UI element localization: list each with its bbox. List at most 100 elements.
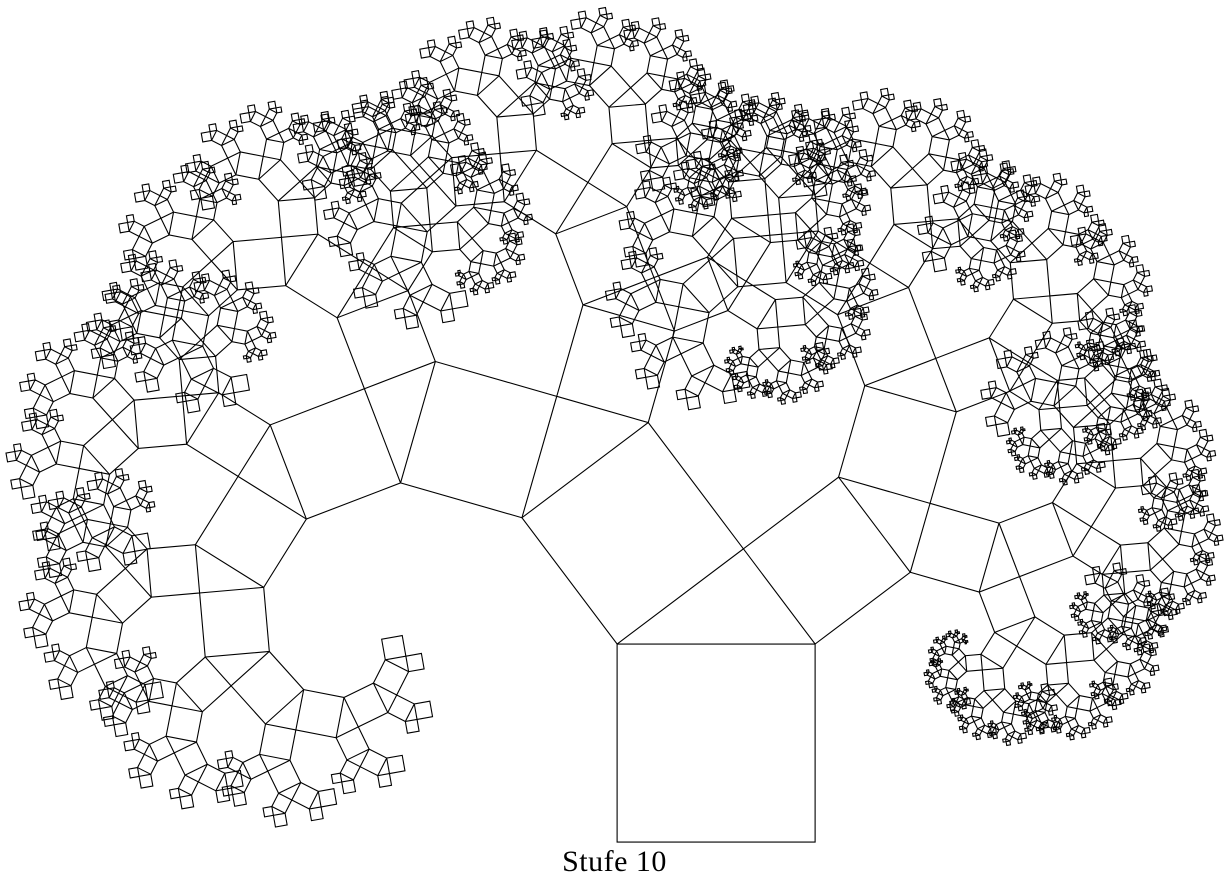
tree-square bbox=[1065, 732, 1071, 738]
tree-square bbox=[1007, 448, 1013, 454]
tree-square bbox=[1042, 702, 1053, 713]
tree-square bbox=[298, 139, 305, 146]
tree-square bbox=[972, 280, 981, 289]
tree-square bbox=[45, 536, 61, 552]
tree-square bbox=[957, 716, 962, 722]
tree-square bbox=[44, 348, 62, 365]
tree-square bbox=[1018, 467, 1025, 474]
tree-square bbox=[951, 647, 967, 663]
tree-square bbox=[717, 81, 727, 91]
tree-square bbox=[1199, 591, 1207, 600]
tree-square bbox=[928, 682, 935, 689]
tree-square bbox=[1146, 376, 1153, 382]
tree-square bbox=[62, 338, 72, 348]
tree-square bbox=[323, 208, 335, 221]
tree-square bbox=[1122, 435, 1128, 441]
tree-square bbox=[1022, 436, 1033, 447]
tree-square bbox=[351, 128, 359, 136]
tree-square bbox=[697, 85, 707, 95]
tree-square bbox=[775, 370, 789, 384]
tree-square bbox=[618, 218, 631, 231]
tree-square bbox=[83, 329, 101, 347]
tree-square bbox=[1183, 458, 1196, 471]
tree-square bbox=[1049, 292, 1081, 324]
tree-square bbox=[125, 214, 135, 224]
tree-square bbox=[515, 192, 525, 202]
tree-square bbox=[1017, 456, 1024, 463]
tree-square bbox=[620, 258, 633, 271]
tree-square bbox=[849, 175, 857, 183]
tree-square bbox=[1138, 349, 1149, 359]
tree-square bbox=[671, 119, 692, 140]
tree-square bbox=[141, 183, 151, 193]
tree-square bbox=[1128, 261, 1135, 268]
tree-square bbox=[472, 289, 479, 296]
tree-square bbox=[1156, 425, 1179, 448]
tree-square bbox=[1112, 457, 1144, 489]
tree-square bbox=[932, 192, 945, 205]
tree-square bbox=[137, 283, 145, 292]
tree-square bbox=[175, 656, 232, 713]
tree-square bbox=[130, 731, 141, 742]
tree-square bbox=[208, 123, 218, 133]
tree-square bbox=[466, 134, 474, 142]
tree-square bbox=[708, 120, 718, 130]
tree-square bbox=[355, 252, 365, 262]
tree-square bbox=[230, 373, 251, 394]
tree-square bbox=[172, 172, 185, 184]
tree-square bbox=[1009, 187, 1015, 193]
tree-square bbox=[485, 157, 493, 165]
tree-square bbox=[1042, 330, 1052, 340]
tree-square bbox=[1093, 621, 1106, 634]
tree-square bbox=[930, 646, 935, 651]
tree-square bbox=[82, 418, 140, 476]
tree-square bbox=[358, 151, 368, 162]
tree-square bbox=[962, 727, 968, 734]
tree-square bbox=[572, 59, 581, 68]
tree-square bbox=[927, 648, 933, 654]
tree-square bbox=[121, 649, 131, 659]
tree-square bbox=[1070, 332, 1078, 341]
tree-square bbox=[708, 163, 717, 171]
tree-square bbox=[860, 187, 868, 195]
tree-square bbox=[1107, 353, 1115, 361]
tree-square bbox=[954, 183, 959, 189]
tree-square bbox=[1063, 632, 1095, 664]
tree-square bbox=[1109, 630, 1117, 639]
tree-square bbox=[1085, 592, 1089, 597]
tree-square bbox=[538, 29, 549, 39]
tree-square bbox=[1062, 327, 1072, 337]
tree-square bbox=[471, 180, 479, 188]
tree-square bbox=[159, 187, 172, 201]
tree-square bbox=[458, 237, 484, 263]
tree-square bbox=[1024, 727, 1029, 733]
tree-square bbox=[129, 343, 142, 356]
tree-square bbox=[940, 184, 950, 195]
tree-square bbox=[729, 349, 734, 354]
tree-square bbox=[1051, 463, 1117, 528]
tree-square bbox=[145, 485, 153, 493]
tree-square bbox=[561, 97, 574, 110]
tree-square bbox=[104, 292, 117, 304]
tree-square bbox=[643, 214, 671, 241]
tree-square bbox=[246, 300, 257, 311]
tree-square bbox=[257, 158, 301, 202]
tree-square bbox=[440, 308, 456, 324]
tree-square bbox=[740, 93, 750, 103]
tree-square bbox=[136, 753, 159, 776]
tree-square bbox=[1132, 604, 1150, 622]
tree-square bbox=[231, 199, 238, 206]
tree-square bbox=[1185, 475, 1192, 482]
tree-square bbox=[26, 372, 36, 382]
tree-square bbox=[1004, 733, 1013, 742]
tree-square bbox=[960, 716, 967, 723]
tree-square bbox=[1149, 649, 1157, 657]
tree-square bbox=[1016, 694, 1023, 701]
tree-square bbox=[184, 161, 197, 174]
tree-square bbox=[709, 100, 731, 121]
tree-square bbox=[1016, 454, 1021, 458]
tree-square bbox=[393, 307, 406, 320]
tree-square bbox=[733, 384, 739, 390]
tree-square bbox=[730, 370, 751, 391]
tree-square bbox=[231, 327, 249, 345]
